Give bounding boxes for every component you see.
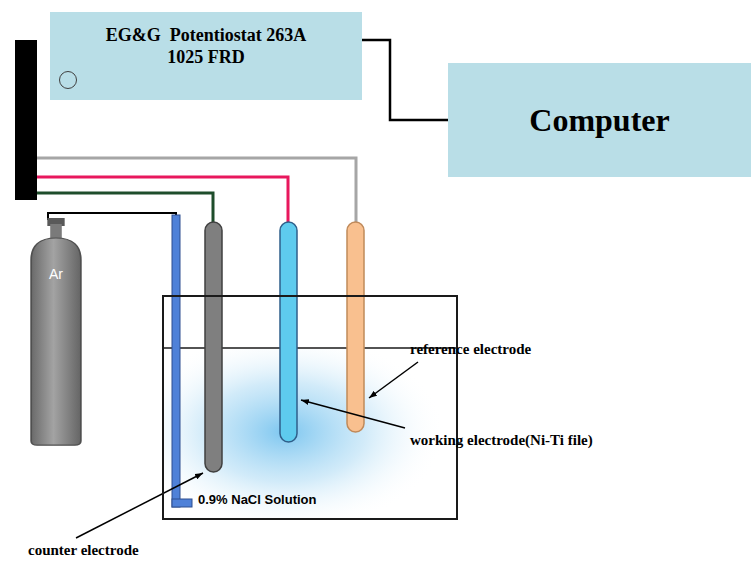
node-text: 1025 FRD <box>167 46 245 68</box>
node-text: EG&G Potentiostat 263A <box>106 24 306 46</box>
node-text: Computer <box>529 101 669 139</box>
reference-wire <box>37 158 356 226</box>
working-wire <box>37 177 288 226</box>
part-label: working electrode(Ni-Ti file) <box>410 432 593 449</box>
power-knob <box>59 71 77 89</box>
reference-electrode <box>347 222 364 432</box>
leader-line <box>369 362 418 398</box>
working-electrode <box>280 222 297 442</box>
part-label: counter electrode <box>28 542 139 559</box>
counter-wire <box>37 193 213 226</box>
counter-electrode <box>205 222 222 472</box>
cable-bundle <box>15 40 37 200</box>
gas-cylinder-shape <box>30 218 82 446</box>
node-text: Ar <box>30 266 82 282</box>
instrument-box: EG&G Potentiostat 263A1025 FRD <box>50 12 362 100</box>
cable-connector <box>362 40 448 120</box>
gas-line <box>48 213 176 220</box>
leader-line <box>76 473 203 538</box>
gas-bubbler-tube <box>172 215 180 507</box>
leader-line <box>301 400 405 428</box>
gas-cylinder: Ar <box>30 218 82 446</box>
node-text: 0.9% NaCl Solution <box>198 492 316 507</box>
part-label: reference electrode <box>410 341 531 358</box>
computer-box: Computer <box>448 63 751 177</box>
gas-bubbler-foot <box>172 499 192 507</box>
electrolyte-cell: 0.9% NaCl Solution <box>162 295 458 520</box>
